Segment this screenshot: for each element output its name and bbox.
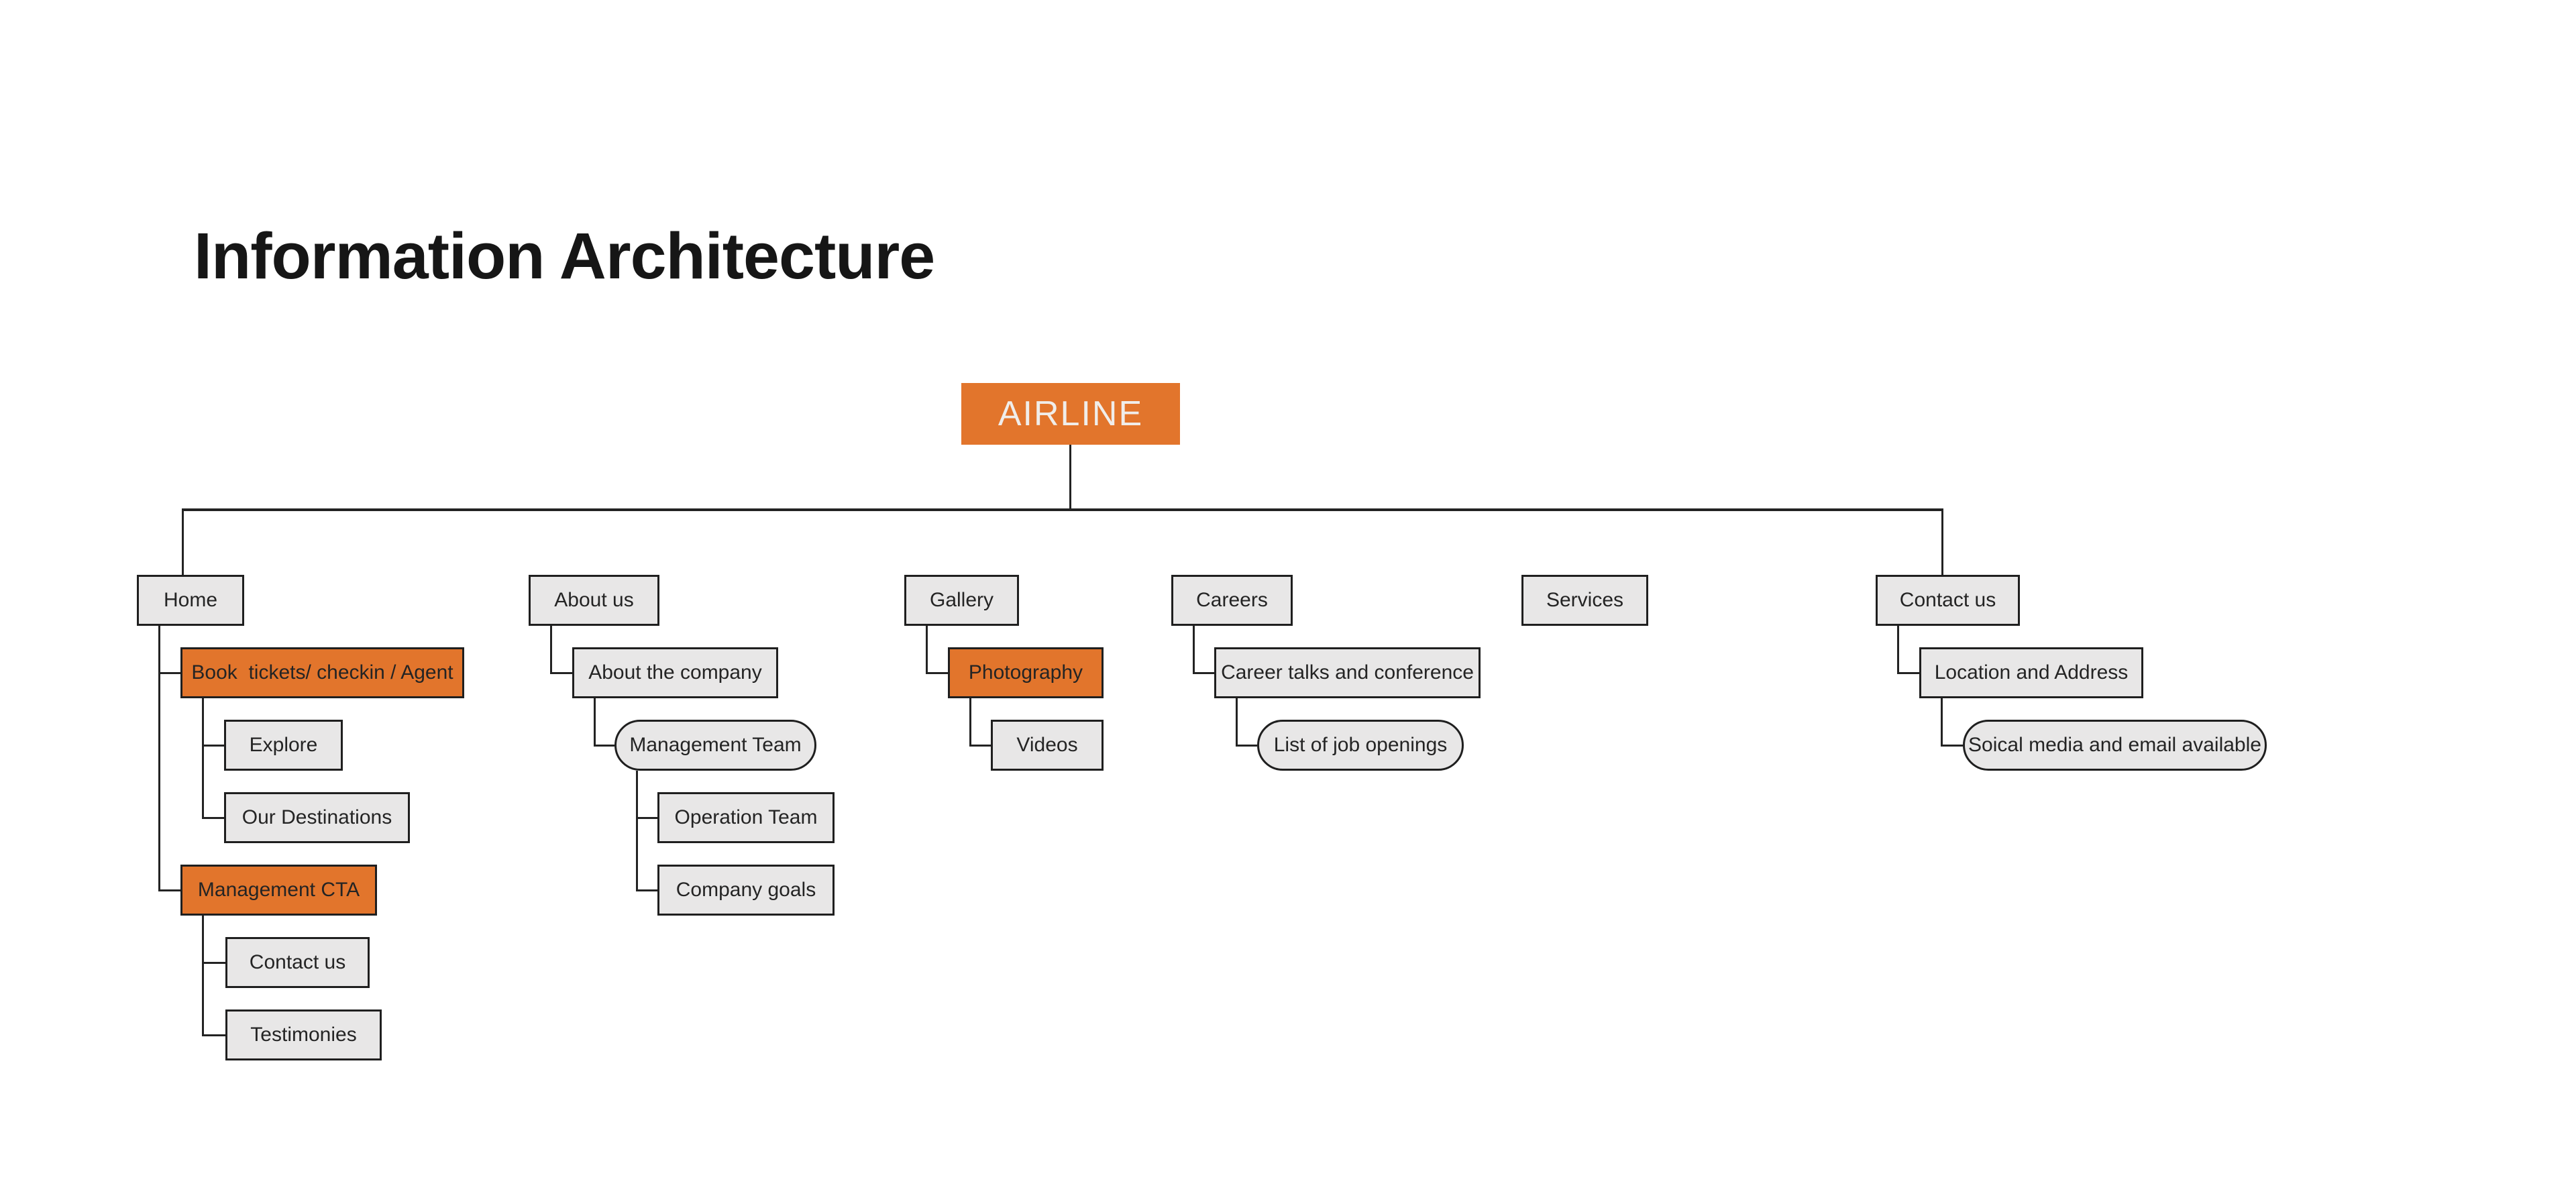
connector-line [1941, 511, 1943, 576]
connector-line [636, 889, 657, 891]
node-operation-team[interactable]: Operation Team [657, 792, 835, 843]
node-gallery[interactable]: Gallery [904, 575, 1019, 626]
connector-line [926, 626, 928, 673]
node-our-destinations[interactable]: Our Destinations [224, 792, 410, 843]
connector-line [182, 508, 1943, 511]
connector-line [636, 817, 657, 819]
connector-line [202, 916, 204, 1036]
node-contact-us-child[interactable]: Contact us [225, 937, 370, 988]
connector-line [202, 817, 224, 819]
connector-line [1069, 445, 1071, 510]
connector-line [969, 698, 971, 746]
connector-line [202, 698, 204, 818]
connector-line [594, 745, 614, 747]
connector-line [1236, 745, 1257, 747]
page-title: Information Architecture [194, 219, 935, 292]
connector-line [1897, 626, 1899, 673]
connector-line [550, 672, 572, 674]
connector-line [636, 771, 638, 891]
node-careers[interactable]: Careers [1171, 575, 1293, 626]
connector-line [1193, 672, 1214, 674]
node-about-us[interactable]: About us [529, 575, 659, 626]
node-photography[interactable]: Photography [948, 647, 1104, 698]
node-videos[interactable]: Videos [991, 720, 1104, 771]
connector-line [1193, 626, 1195, 673]
connector-line [158, 672, 180, 674]
node-career-talks[interactable]: Career talks and conference [1214, 647, 1481, 698]
node-management-cta[interactable]: Management CTA [180, 865, 377, 916]
node-social-media[interactable]: Soical media and email available [1963, 720, 2267, 771]
connector-line [202, 962, 225, 964]
node-testimonies[interactable]: Testimonies [225, 1009, 382, 1060]
connector-line [1941, 745, 1963, 747]
connector-line [550, 626, 552, 673]
connector-line [158, 889, 180, 891]
connector-line [969, 745, 991, 747]
node-home[interactable]: Home [137, 575, 244, 626]
connector-line [594, 698, 596, 746]
node-management-team[interactable]: Management Team [614, 720, 816, 771]
connector-line [202, 745, 224, 747]
node-airline[interactable]: AIRLINE [961, 383, 1180, 445]
node-location-address[interactable]: Location and Address [1919, 647, 2143, 698]
connector-line [158, 626, 160, 891]
connector-line [202, 1034, 225, 1036]
connector-line [1236, 698, 1238, 746]
node-explore[interactable]: Explore [224, 720, 343, 771]
connector-line [1941, 698, 1943, 746]
connector-line [1897, 672, 1919, 674]
node-contact-us[interactable]: Contact us [1876, 575, 2020, 626]
node-services[interactable]: Services [1521, 575, 1648, 626]
node-about-the-company[interactable]: About the company [572, 647, 778, 698]
connector-line [926, 672, 948, 674]
connector-line [182, 511, 184, 576]
node-job-openings[interactable]: List of job openings [1257, 720, 1464, 771]
node-company-goals[interactable]: Company goals [657, 865, 835, 916]
node-book-tickets[interactable]: Book tickets/ checkin / Agent [180, 647, 464, 698]
